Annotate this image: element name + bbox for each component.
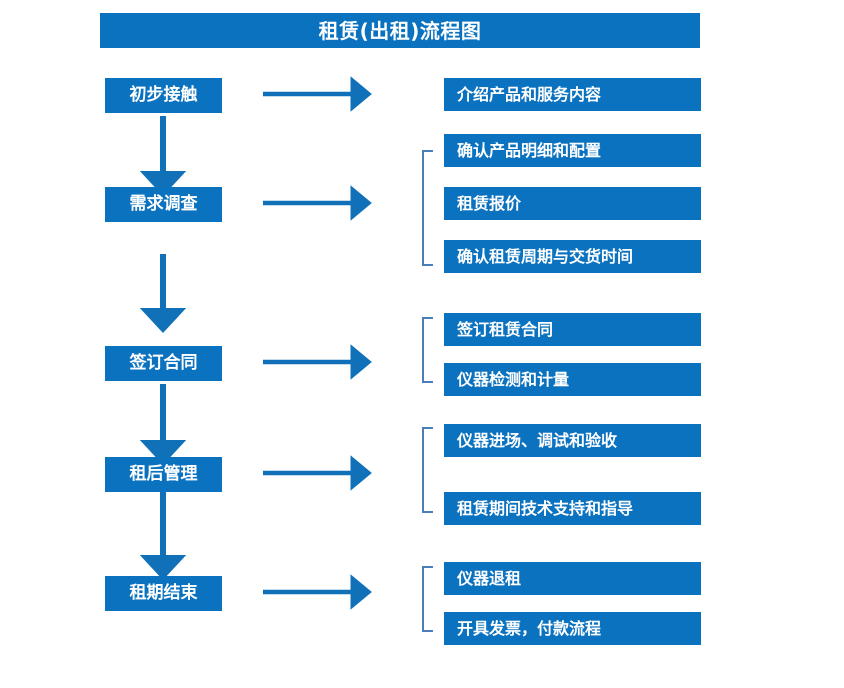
stage-label-2: 需求调查 — [129, 194, 198, 214]
page-title-banner: 租赁(出租)流程图 — [100, 13, 700, 48]
detail-label-2-1: 确认产品明细和配置 — [457, 140, 602, 160]
detail-label-4-1: 仪器进场、调试和验收 — [457, 430, 618, 450]
detail-box-5-1[interactable]: 仪器退租 — [444, 562, 701, 595]
detail-label-3-2: 仪器检测和计量 — [457, 369, 570, 389]
detail-box-2-3[interactable]: 确认租赁周期与交货时间 — [444, 240, 701, 273]
stage-label-4: 租后管理 — [129, 464, 198, 484]
detail-box-1-1[interactable]: 介绍产品和服务内容 — [444, 78, 701, 111]
detail-box-3-2[interactable]: 仪器检测和计量 — [444, 363, 701, 396]
detail-label-5-2: 开具发票，付款流程 — [457, 618, 602, 638]
detail-box-3-1[interactable]: 签订租赁合同 — [444, 313, 701, 346]
detail-box-5-2[interactable]: 开具发票，付款流程 — [444, 612, 701, 645]
stage-label-3: 签订合同 — [129, 353, 198, 373]
detail-label-3-1: 签订租赁合同 — [457, 319, 554, 339]
stage-label-1: 初步接触 — [129, 85, 198, 105]
detail-box-4-2[interactable]: 租赁期间技术支持和指导 — [444, 492, 701, 525]
detail-label-5-1: 仪器退租 — [457, 568, 522, 588]
stage-box-4[interactable]: 租后管理 — [105, 457, 222, 492]
group-bracket-stage3 — [422, 317, 433, 383]
detail-box-2-1[interactable]: 确认产品明细和配置 — [444, 134, 701, 167]
detail-label-1-1: 介绍产品和服务内容 — [457, 84, 602, 104]
group-bracket-stage5 — [422, 566, 433, 632]
stage-box-2[interactable]: 需求调查 — [105, 187, 222, 222]
stage-box-3[interactable]: 签订合同 — [105, 346, 222, 381]
detail-box-4-1[interactable]: 仪器进场、调试和验收 — [444, 424, 701, 457]
stage-box-1[interactable]: 初步接触 — [105, 78, 222, 113]
stage-label-5: 租期结束 — [129, 583, 198, 603]
detail-label-4-2: 租赁期间技术支持和指导 — [457, 498, 634, 518]
stage-box-5[interactable]: 租期结束 — [105, 576, 222, 611]
detail-label-2-3: 确认租赁周期与交货时间 — [457, 246, 634, 266]
group-bracket-stage4 — [422, 427, 433, 513]
detail-box-2-2[interactable]: 租赁报价 — [444, 187, 701, 220]
page-title: 租赁(出租)流程图 — [318, 18, 482, 43]
group-bracket-stage2 — [422, 150, 433, 266]
detail-label-2-2: 租赁报价 — [457, 193, 522, 213]
